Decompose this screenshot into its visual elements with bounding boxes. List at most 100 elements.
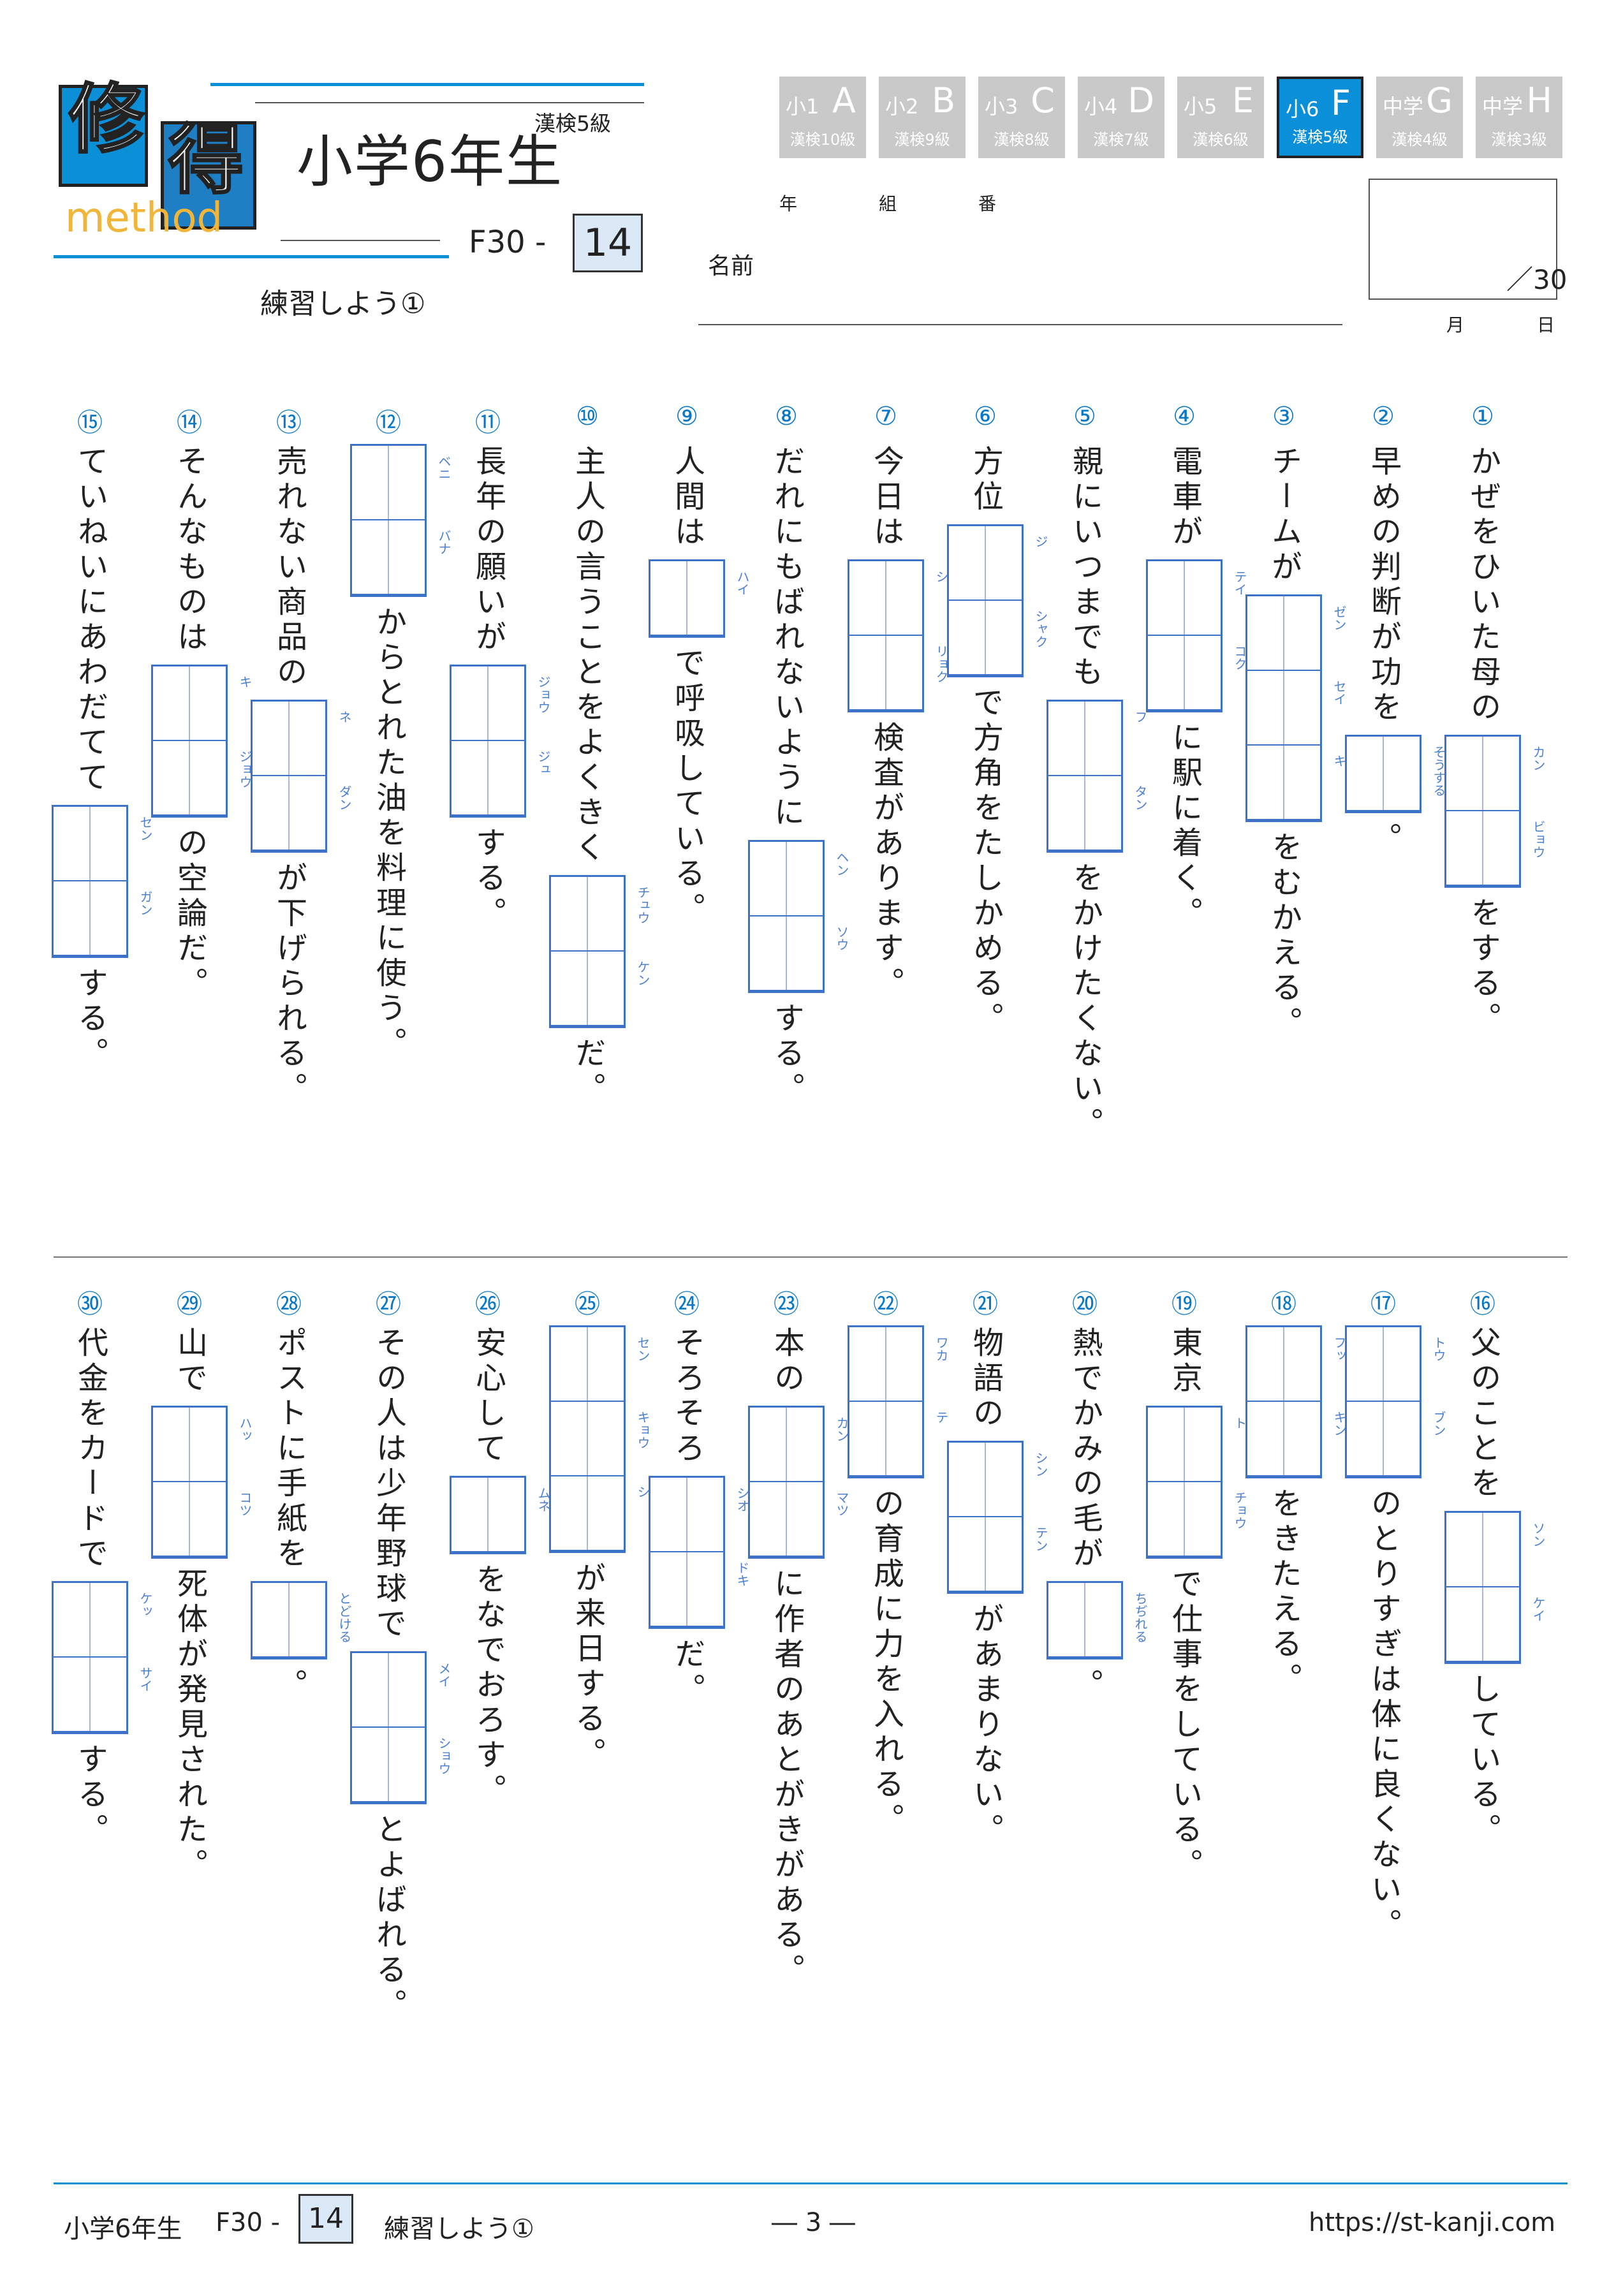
answer-cell (352, 446, 425, 520)
kanji-answer-box[interactable]: ジシャク (947, 524, 1048, 677)
reading-hint: ワカ (934, 1336, 949, 1362)
kanji-answer-box[interactable]: とどける (251, 1581, 352, 1659)
answer-cell (949, 526, 1022, 601)
question-number: ⑫ (376, 408, 401, 438)
reading-hint: タン (1133, 785, 1148, 811)
reading-hint: フッ (1332, 1336, 1347, 1362)
year-label: 年 (779, 193, 798, 214)
question-body: チームがゼンセイキをむかえる。 (1245, 440, 1347, 1047)
kanji-answer-box[interactable]: ソンケイ (1444, 1511, 1546, 1664)
question-text: チームが (1266, 445, 1302, 585)
reading-hint: リョク (934, 645, 949, 683)
answer-cell (849, 1327, 922, 1402)
question-number: ⑥ (974, 402, 997, 431)
kanji-answer-box[interactable]: カンマツ (748, 1406, 849, 1559)
kanji-answer-box[interactable]: テイコク (1146, 559, 1247, 712)
kanji-answer-box[interactable]: センキョウシ (549, 1325, 650, 1553)
question-text: のとりすぎは体に良くない。 (1365, 1487, 1401, 1943)
kanji-answer-box[interactable]: フタン (1047, 700, 1148, 853)
reading-hint: シ (635, 1485, 650, 1498)
kanji-answer-box[interactable]: チュウケン (549, 875, 650, 1028)
footer-bar (54, 2182, 1568, 2184)
answer-cell (54, 881, 126, 956)
level-tab-kanken: 漢検6級 (1193, 131, 1249, 149)
kanji-answer-box[interactable]: ハイ (649, 559, 750, 638)
name-line[interactable] (698, 324, 1342, 325)
kanji-answer-box[interactable]: センガン (52, 805, 153, 958)
answer-cell (949, 1443, 1022, 1517)
question-text: している。 (1465, 1673, 1501, 1848)
kanji-answer-box[interactable]: フッキン (1245, 1325, 1347, 1478)
answer-cell (650, 1552, 723, 1627)
question-text: 今日は (868, 445, 904, 550)
question-number: ㉓ (774, 1290, 799, 1319)
kanji-answer-box[interactable]: シリョク (848, 559, 949, 712)
kanji-answer-box[interactable]: カンビョウ (1444, 735, 1546, 888)
score-box[interactable] (1369, 179, 1557, 300)
header-bottom-bar (54, 255, 449, 258)
level-tab-kanken: 漢検7級 (1093, 131, 1149, 149)
question-text: をきたえる。 (1266, 1487, 1302, 1698)
kanji-answer-box[interactable]: トウブン (1345, 1325, 1446, 1478)
question-text: する。 (72, 967, 108, 1072)
kanji-answer-box[interactable]: ケッサイ (52, 1581, 153, 1734)
answer-cell (1247, 1327, 1320, 1402)
kanji-answer-box[interactable]: ちぢれる (1047, 1581, 1148, 1659)
kanji-answer-box[interactable]: そうする (1345, 735, 1446, 813)
kanji-answer-box[interactable]: ワカテ (848, 1325, 949, 1478)
question-text: 父のことを (1465, 1327, 1501, 1502)
answer-cell (153, 1482, 226, 1557)
section-divider (54, 1256, 1568, 1258)
question-text: をなでおろす。 (470, 1563, 506, 1809)
question-number: ⑭ (177, 408, 202, 438)
reading-hint: ケン (635, 960, 650, 986)
answer-cell (1048, 702, 1121, 776)
level-tab-letter: A (832, 80, 856, 121)
question-text: で方角をたしかめる。 (967, 686, 1003, 1037)
question-text: 親にいつまでも (1067, 445, 1103, 691)
kanji-answer-box[interactable]: キジョウ (151, 665, 253, 818)
kanji-answer-box[interactable]: トチョウ (1146, 1406, 1247, 1559)
answer-cell (650, 561, 723, 636)
logo-kanji-1: 修 (68, 75, 145, 163)
kanji-answer-box[interactable]: シオドキ (649, 1476, 750, 1629)
question-text: 本の (768, 1327, 804, 1397)
answer-cell (551, 1402, 624, 1476)
reading-hint: ブン (1431, 1411, 1446, 1436)
kanji-answer-box[interactable]: シンテン (947, 1441, 1048, 1594)
question-body: 早めの判断が功をそうする。 (1345, 440, 1446, 862)
kanji-answer-box[interactable]: ベニバナ (350, 444, 452, 597)
kanji-answer-box[interactable]: ムネ (450, 1476, 551, 1554)
reading-hint: ドキ (735, 1561, 750, 1587)
score-total: ／30 (1506, 264, 1568, 295)
answer-cell (1446, 737, 1519, 811)
answer-cell (849, 561, 922, 636)
reading-hint: チュウ (635, 886, 650, 924)
kanji-answer-box[interactable]: メイショウ (350, 1651, 452, 1804)
kanji-answer-box[interactable]: ヘンソウ (748, 840, 849, 993)
kanji-answer-box[interactable]: ネダン (251, 700, 352, 853)
header-top-line (255, 102, 644, 103)
question-body: 今日はシリョク検査があります。 (848, 440, 949, 1007)
kanji-answer-box[interactable]: ゼンセイキ (1245, 594, 1347, 822)
footer-url[interactable]: https://st-kanji.com (1309, 2208, 1556, 2237)
sheet-code-prefix: F30 - (469, 224, 547, 260)
question-text: 電車が (1166, 445, 1202, 550)
question-number: ㉒ (873, 1290, 899, 1319)
reading-hint: ジ (1033, 535, 1048, 548)
reading-hint: コク (1232, 645, 1247, 670)
kanji-answer-box[interactable]: ジョウジュ (450, 665, 551, 818)
reading-hint: ネ (337, 710, 352, 723)
kanji-answer-box[interactable]: ハッコツ (151, 1406, 253, 1559)
question-text: だ。 (569, 1037, 605, 1107)
reading-hint: ト (1232, 1417, 1247, 1429)
question-body: ベニバナからとれた油を料理に使う。 (350, 440, 452, 1067)
